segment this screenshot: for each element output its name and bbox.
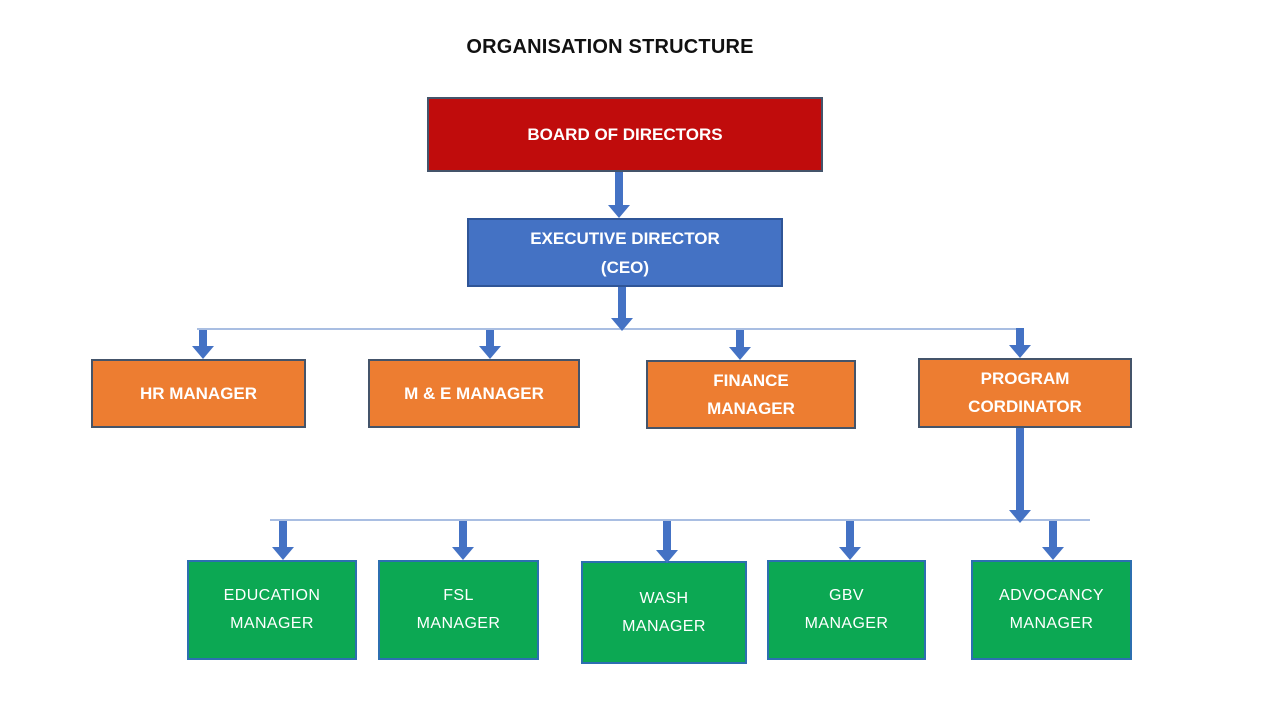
node-executive-director: EXECUTIVE DIRECTOR (CEO) — [467, 218, 783, 287]
node-label: FSL — [443, 587, 474, 604]
node-wash-manager: WASH MANAGER — [581, 561, 747, 664]
connector-line-managers — [197, 328, 1020, 330]
arrow-board-to-executive — [608, 172, 630, 218]
arrow-to-fsl-manager — [452, 521, 474, 560]
arrow-to-gbv-manager — [839, 521, 861, 560]
arrow-to-education-manager — [272, 521, 294, 560]
node-label: WASH — [639, 589, 689, 607]
node-education-manager: EDUCATION MANAGER — [187, 560, 357, 660]
node-label: FINANCE — [713, 370, 789, 390]
node-label: PROGRAM — [980, 369, 1070, 388]
arrow-program-to-team-line — [1009, 428, 1031, 523]
node-label: HR MANAGER — [139, 383, 258, 403]
node-m-and-e-manager: M & E MANAGER — [368, 359, 580, 428]
node-label: GBV — [829, 587, 864, 604]
node-label: EXECUTIVE DIRECTOR — [530, 228, 720, 248]
node-label: BOARD OF DIRECTORS — [527, 125, 723, 144]
node-advocancy-manager: ADVOCANCY MANAGER — [971, 560, 1132, 660]
node-board-of-directors: BOARD OF DIRECTORS — [427, 97, 823, 172]
arrow-to-program-cordinator — [1009, 328, 1031, 358]
node-label: MANAGER — [1009, 615, 1094, 632]
node-gbv-manager: GBV MANAGER — [767, 560, 926, 660]
node-label: MANAGER — [230, 615, 314, 632]
node-label: (CEO) — [600, 257, 650, 277]
node-label: MANAGER — [707, 398, 795, 418]
arrow-to-wash-manager — [656, 521, 678, 563]
arrow-to-hr-manager — [192, 330, 214, 359]
arrow-to-advocancy-manager — [1042, 521, 1064, 560]
node-fsl-manager: FSL MANAGER — [378, 560, 539, 660]
node-label: MANAGER — [416, 615, 501, 632]
page-title: ORGANISATION STRUCTURE — [466, 36, 754, 58]
node-finance-manager: FINANCE MANAGER — [646, 360, 856, 429]
node-label: CORDINATOR — [968, 397, 1082, 416]
node-label: EDUCATION — [223, 587, 321, 604]
node-label: MANAGER — [804, 615, 889, 632]
node-hr-manager: HR MANAGER — [91, 359, 306, 428]
connector-line-program-team — [270, 519, 1090, 521]
arrow-to-m-and-e-manager — [479, 330, 501, 359]
node-program-cordinator: PROGRAM CORDINATOR — [918, 358, 1132, 428]
arrow-executive-to-managers-line — [611, 287, 633, 331]
node-label: MANAGER — [622, 617, 706, 635]
arrow-to-finance-manager — [729, 330, 751, 360]
node-label: M & E MANAGER — [404, 383, 544, 403]
node-label: ADVOCANCY — [999, 587, 1104, 604]
